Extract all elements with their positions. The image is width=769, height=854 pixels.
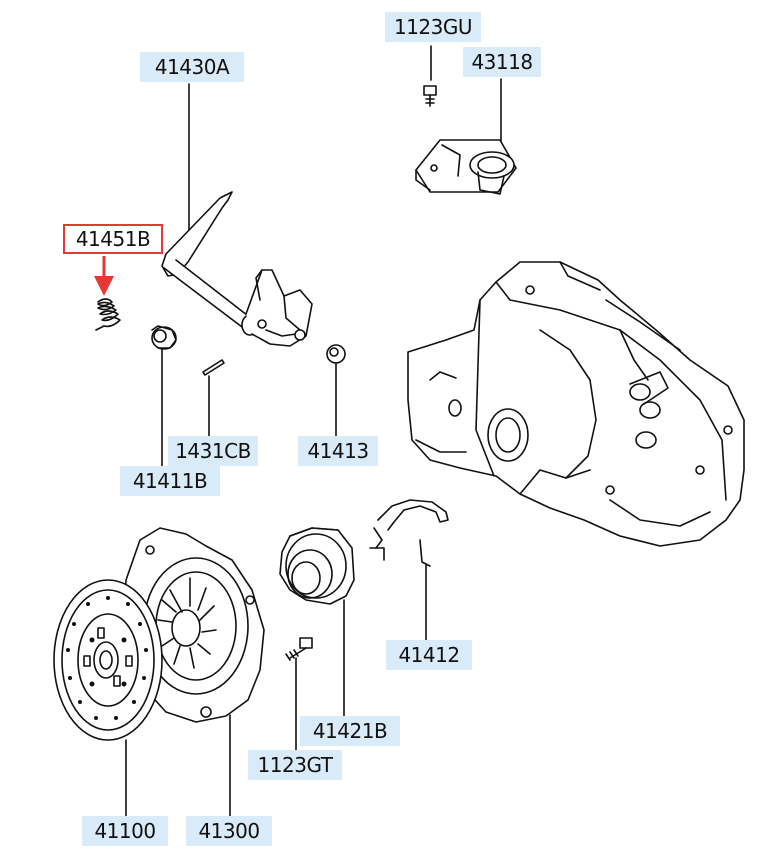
- part-label-41421b[interactable]: 41421B: [300, 716, 400, 746]
- clutch-disc-41100-part: [53, 579, 163, 741]
- pin-1431cb-part: [202, 359, 225, 376]
- bolt-1123gt-part: [285, 637, 313, 661]
- part-label-41411b[interactable]: 41411B: [120, 466, 220, 496]
- transmission-case-part: [407, 261, 745, 547]
- part-label-41413[interactable]: 41413: [298, 436, 378, 466]
- part-label-41451b[interactable]: 41451B: [63, 224, 163, 254]
- spring-41451b-part: [95, 298, 121, 331]
- part-label-1123gu[interactable]: 1123GU: [385, 12, 481, 42]
- clip-41412-part: [369, 499, 449, 567]
- release-bearing-41421b-part: [279, 527, 355, 605]
- part-label-41430a[interactable]: 41430A: [140, 52, 244, 82]
- bracket-43118-part: [415, 139, 517, 195]
- part-label-41300[interactable]: 41300: [186, 816, 272, 846]
- bolt-1123gu-part: [423, 85, 437, 107]
- part-label-1431cb[interactable]: 1431CB: [168, 436, 258, 466]
- bushing-41413-part: [326, 344, 346, 364]
- red-down-arrow-icon: [94, 256, 114, 296]
- shift-shaft-41430a-part: [161, 191, 313, 347]
- part-label-41100[interactable]: 41100: [82, 816, 168, 846]
- part-label-1123gt[interactable]: 1123GT: [248, 750, 342, 780]
- part-label-41412[interactable]: 41412: [386, 640, 472, 670]
- bushing-41411b-part: [151, 325, 177, 350]
- part-label-43118[interactable]: 43118: [463, 47, 541, 77]
- leader-lines: [125, 45, 502, 817]
